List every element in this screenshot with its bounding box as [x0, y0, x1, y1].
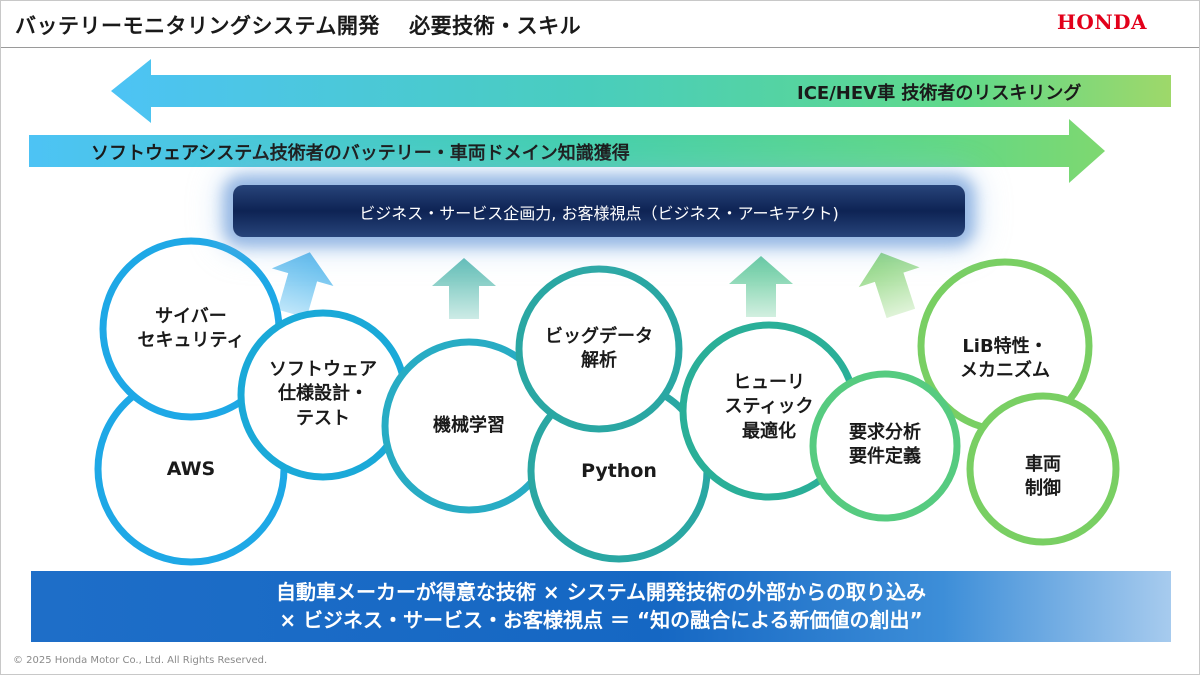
business-architect-label: ビジネス・サービス企画力, お客様視点（ビジネス・アーキテクト) [359, 204, 839, 223]
reskilling-arrow-left [111, 59, 1171, 123]
summary-banner-text: 自動車メーカーが得意な技術 × システム開発技術の外部からの取り込み × ビジネ… [31, 578, 1171, 634]
upward-arrow-3 [729, 256, 793, 317]
skill-label-python: Python [581, 460, 657, 482]
skill-label-software-spec: ソフトウェア 仕様設計・ テスト [269, 359, 377, 429]
skill-label-cyber-security: サイバー セキュリティ [137, 306, 245, 352]
copyright-footer: © 2025 Honda Motor Co., Ltd. All Rights … [13, 655, 268, 666]
domain-knowledge-arrow-label: ソフトウェアシステム技術者のバッテリー・車両ドメイン知識獲得 [91, 143, 630, 164]
skill-label-aws: AWS [166, 458, 216, 480]
summary-line-1: 自動車メーカーが得意な技術 × システム開発技術の外部からの取り込み [275, 580, 927, 604]
summary-banner [31, 571, 1171, 642]
honda-logo: HONDA [1057, 10, 1147, 34]
reskilling-arrow-label: ICE/HEV車 技術者のリスキリング [797, 83, 1082, 104]
title-divider [1, 47, 1199, 48]
skill-circle-requirements [809, 370, 961, 522]
domain-knowledge-arrow-right [29, 119, 1105, 183]
upward-arrow-1 [271, 252, 334, 318]
skill-label-vehicle-control: 車両 制御 [1025, 454, 1061, 500]
skill-circle-vehicle-control [966, 392, 1120, 546]
skill-label-big-data: ビッグデータ 解析 [545, 326, 653, 372]
skill-label-lib: LiB特性・ メカニズム [960, 336, 1050, 382]
summary-line-2: × ビジネス・サービス・お客様視点 ＝ “知の融合による新価値の創出” [279, 608, 923, 632]
upward-arrow-2 [432, 258, 496, 319]
skill-label-machine-learning: 機械学習 [433, 415, 505, 436]
skill-circle-big-data [515, 265, 683, 433]
skill-label-heuristic: ヒューリ スティック 最適化 [724, 372, 814, 442]
upward-arrow-4 [858, 252, 920, 319]
business-architect-box [233, 185, 965, 237]
page-title: バッテリーモニタリングシステム開発 必要技術・スキル [15, 14, 582, 38]
skill-label-requirements: 要求分析 要件定義 [849, 422, 921, 468]
